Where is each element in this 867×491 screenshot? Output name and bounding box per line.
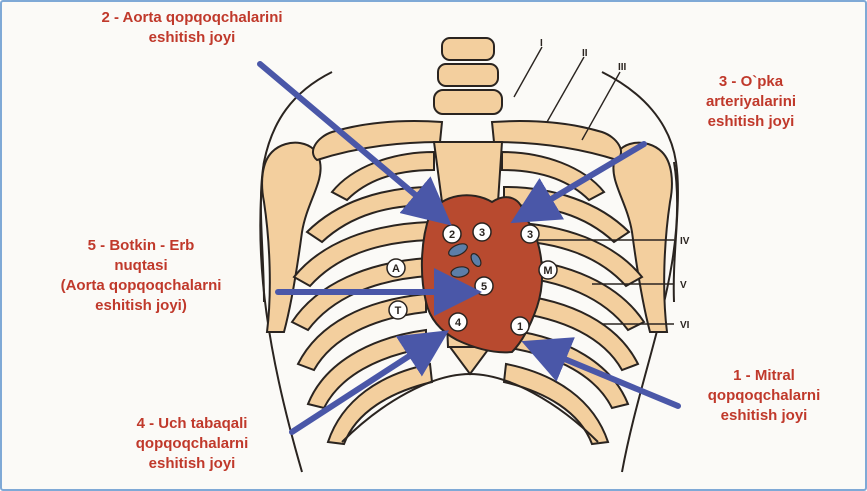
label-pulmonary-line3: eshitish joyi — [666, 112, 836, 132]
svg-text:A: A — [392, 263, 400, 275]
marker-2: 2 — [443, 225, 461, 243]
label-mitral-line3: eshitish joyi — [674, 406, 854, 426]
cervical-spine — [434, 38, 502, 114]
label-botkin-line2: nuqtasi — [16, 256, 266, 276]
rib-label-ii: II — [582, 48, 588, 59]
label-mitral: 1 - Mitral qopqoqchalarni eshitish joyi — [674, 366, 854, 426]
svg-text:2: 2 — [449, 229, 455, 241]
label-aorta: 2 - Aorta qopqoqchalarini eshitish joyi — [42, 8, 342, 48]
label-botkin-line3: (Aorta qopqoqchalarni — [16, 276, 266, 296]
marker-4: 4 — [449, 313, 467, 331]
svg-text:5: 5 — [481, 281, 487, 293]
label-pulmonary-line2: arteriyalarini — [666, 92, 836, 112]
rib-label-iii: III — [618, 62, 627, 73]
svg-text:1: 1 — [517, 321, 523, 333]
label-pulmonary: 3 - O`pka arteriyalarini eshitish joyi — [666, 72, 836, 132]
svg-text:M: M — [543, 265, 552, 277]
marker-m: M — [539, 261, 557, 279]
svg-text:4: 4 — [455, 317, 462, 329]
label-pulmonary-line1: 3 - O`pka — [666, 72, 836, 92]
rib-label-vi: VI — [680, 320, 690, 331]
rib-label-i: I — [540, 38, 543, 49]
marker-5: 5 — [475, 277, 493, 295]
rib-label-v: V — [680, 280, 687, 291]
svg-text:3: 3 — [479, 227, 485, 239]
label-mitral-line1: 1 - Mitral — [674, 366, 854, 386]
label-tricuspid-line2: qopqoqchalarni — [92, 434, 292, 454]
label-mitral-line2: qopqoqchalarni — [674, 386, 854, 406]
marker-3b: 3 — [521, 225, 539, 243]
label-tricuspid: 4 - Uch tabaqali qopqoqchalarni eshitish… — [92, 414, 292, 474]
label-botkin-line4: eshitish joyi) — [16, 296, 266, 316]
svg-text:T: T — [395, 305, 402, 317]
marker-t: T — [389, 301, 407, 319]
svg-text:3: 3 — [527, 229, 533, 241]
rib-label-iv: IV — [680, 236, 690, 247]
marker-1: 1 — [511, 317, 529, 335]
label-botkin-line1: 5 - Botkin - Erb — [16, 236, 266, 256]
label-aorta-line2: eshitish joyi — [42, 28, 342, 48]
label-tricuspid-line1: 4 - Uch tabaqali — [92, 414, 292, 434]
label-botkin: 5 - Botkin - Erb nuqtasi (Aorta qopqoqch… — [16, 236, 266, 316]
label-tricuspid-line3: eshitish joyi — [92, 454, 292, 474]
marker-a: A — [387, 259, 405, 277]
label-aorta-line1: 2 - Aorta qopqoqchalarini — [42, 8, 342, 28]
marker-3a: 3 — [473, 223, 491, 241]
